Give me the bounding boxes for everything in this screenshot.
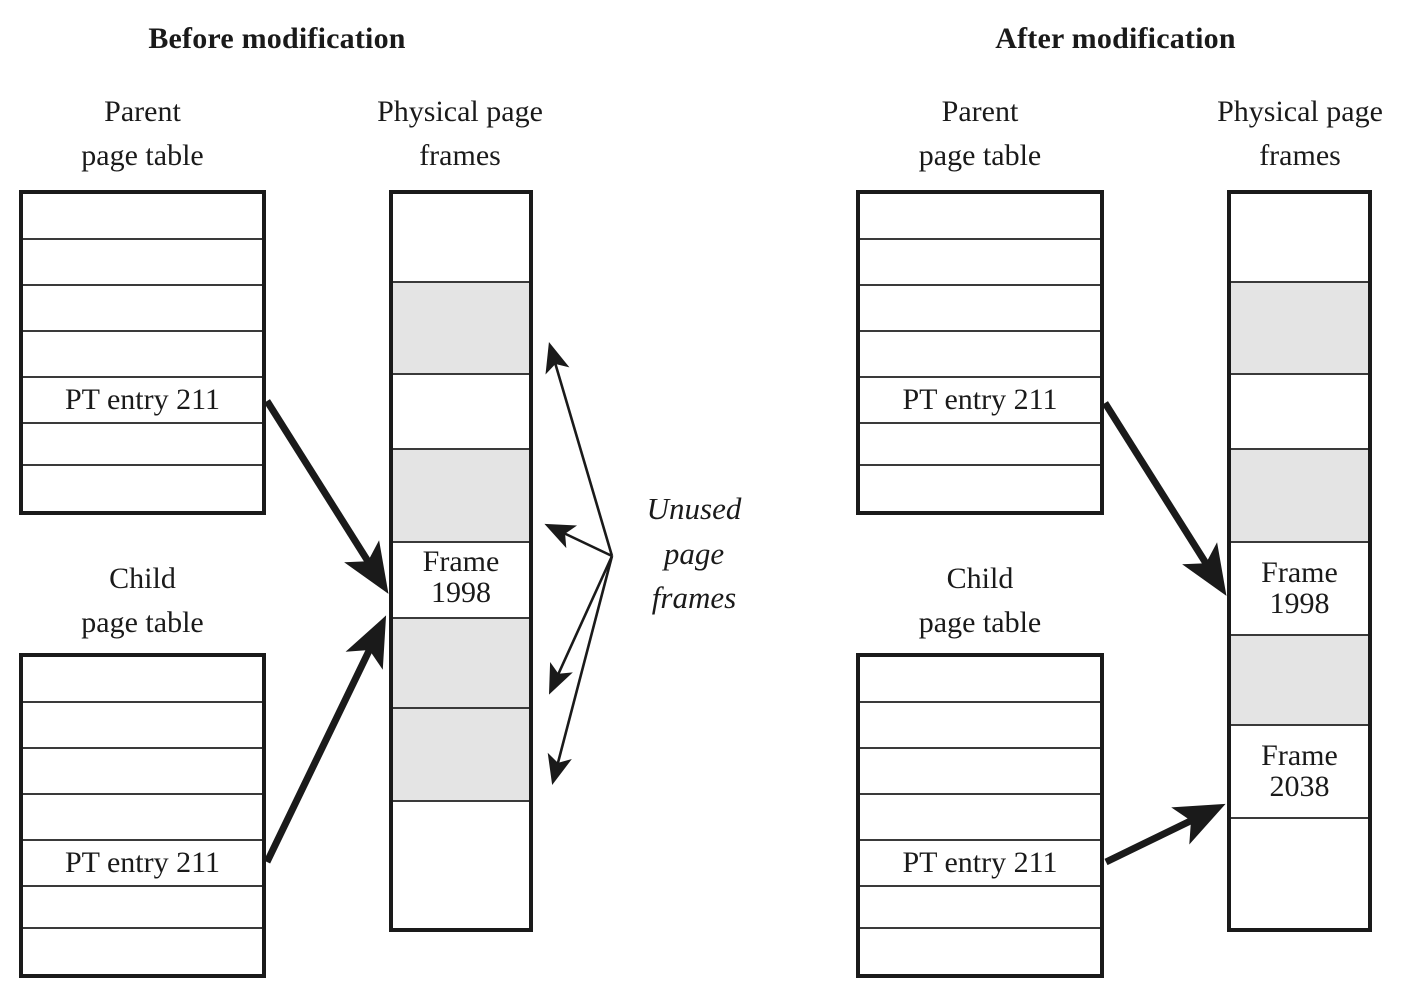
caption-line-2: page table: [81, 605, 204, 639]
caption-physical-page-frames-after: Physical page frames: [1170, 90, 1406, 178]
parent-page-table-after: PT entry 211: [856, 190, 1104, 515]
arrow-unused-leader-3: [548, 555, 614, 695]
frame-row[interactable]: [1231, 375, 1368, 450]
table-row[interactable]: [860, 795, 1100, 841]
arrow-unused-leader-4: [547, 555, 614, 786]
table-row-pt-entry[interactable]: PT entry 211: [23, 378, 262, 424]
frame-row[interactable]: [393, 802, 529, 896]
caption-line-2: frames: [1259, 138, 1341, 172]
table-row[interactable]: [23, 286, 262, 332]
unused-page-frames-label: Unused page frames: [618, 487, 770, 621]
table-row[interactable]: [860, 887, 1100, 929]
arrow-child-to-frame2038-after: [1104, 803, 1226, 866]
caption-line-1: Child: [946, 562, 1014, 595]
child-page-table-after: PT entry 211: [856, 653, 1104, 978]
child-page-table-before: PT entry 211: [19, 653, 266, 978]
table-row[interactable]: [23, 887, 262, 929]
table-row[interactable]: [23, 795, 262, 841]
frame-row-unused[interactable]: [393, 450, 529, 543]
unused-line-2: page: [663, 535, 725, 571]
panel-title-after: After modification: [995, 22, 1236, 55]
table-row[interactable]: [860, 424, 1100, 466]
caption-line-1: Parent: [104, 95, 181, 128]
arrow-parent-to-frame1998-after: [1102, 401, 1227, 596]
table-row[interactable]: [860, 332, 1100, 378]
caption-line-1: Child: [109, 562, 176, 595]
table-row[interactable]: [23, 332, 262, 378]
caption-line-2: page table: [918, 605, 1042, 639]
caption-line-1: Physical page: [1217, 95, 1383, 128]
table-row-pt-entry[interactable]: PT entry 211: [23, 841, 262, 887]
frame-row[interactable]: [393, 194, 529, 283]
table-row[interactable]: [860, 194, 1100, 240]
arrow-unused-leader-2: [544, 523, 613, 558]
table-row[interactable]: [23, 466, 262, 511]
caption-line-1: Parent: [941, 95, 1019, 128]
table-row[interactable]: [860, 286, 1100, 332]
arrow-unused-leader-1: [545, 342, 614, 557]
frame-row-unused[interactable]: [1231, 450, 1368, 543]
frame-row-unused[interactable]: [1231, 636, 1368, 726]
caption-child-page-table-after: Child page table: [856, 557, 1104, 645]
table-row[interactable]: [860, 703, 1100, 749]
panel-title-before: Before modification: [148, 22, 406, 55]
caption-line-2: page table: [918, 138, 1042, 172]
table-row[interactable]: [23, 240, 262, 286]
table-row[interactable]: [860, 929, 1100, 974]
table-row[interactable]: [860, 240, 1100, 286]
arrow-parent-to-frame1998-before: [264, 399, 389, 594]
table-row[interactable]: [860, 749, 1100, 795]
caption-parent-page-table-after: Parent page table: [856, 90, 1104, 178]
caption-line-1: Physical page: [377, 95, 543, 128]
unused-line-1: Unused: [646, 491, 742, 526]
table-row[interactable]: [23, 657, 262, 703]
table-row[interactable]: [860, 466, 1100, 511]
parent-page-table-before: PT entry 211: [19, 190, 266, 515]
caption-line-2: page table: [81, 138, 204, 172]
frame-row[interactable]: [393, 375, 529, 450]
table-row[interactable]: [23, 749, 262, 795]
frame-row-unused[interactable]: [1231, 283, 1368, 375]
table-row[interactable]: [23, 424, 262, 466]
table-row[interactable]: [23, 194, 262, 240]
table-row-pt-entry[interactable]: PT entry 211: [860, 378, 1100, 424]
arrow-child-to-frame1998-before: [263, 615, 387, 864]
unused-line-3: frames: [651, 580, 737, 616]
caption-line-2: frames: [419, 138, 501, 172]
frame-row[interactable]: [1231, 194, 1368, 283]
table-row[interactable]: [860, 657, 1100, 703]
caption-physical-page-frames-before: Physical page frames: [330, 90, 590, 178]
frame-row-unused[interactable]: [393, 283, 529, 375]
caption-child-page-table-before: Child page table: [19, 557, 266, 645]
table-row[interactable]: [23, 703, 262, 749]
table-row[interactable]: [23, 929, 262, 974]
frame-row[interactable]: [1231, 819, 1368, 913]
frame-row-unused[interactable]: [393, 709, 529, 802]
frame-row-unused[interactable]: [393, 619, 529, 709]
table-row-pt-entry[interactable]: PT entry 211: [860, 841, 1100, 887]
caption-parent-page-table-before: Parent page table: [19, 90, 266, 178]
